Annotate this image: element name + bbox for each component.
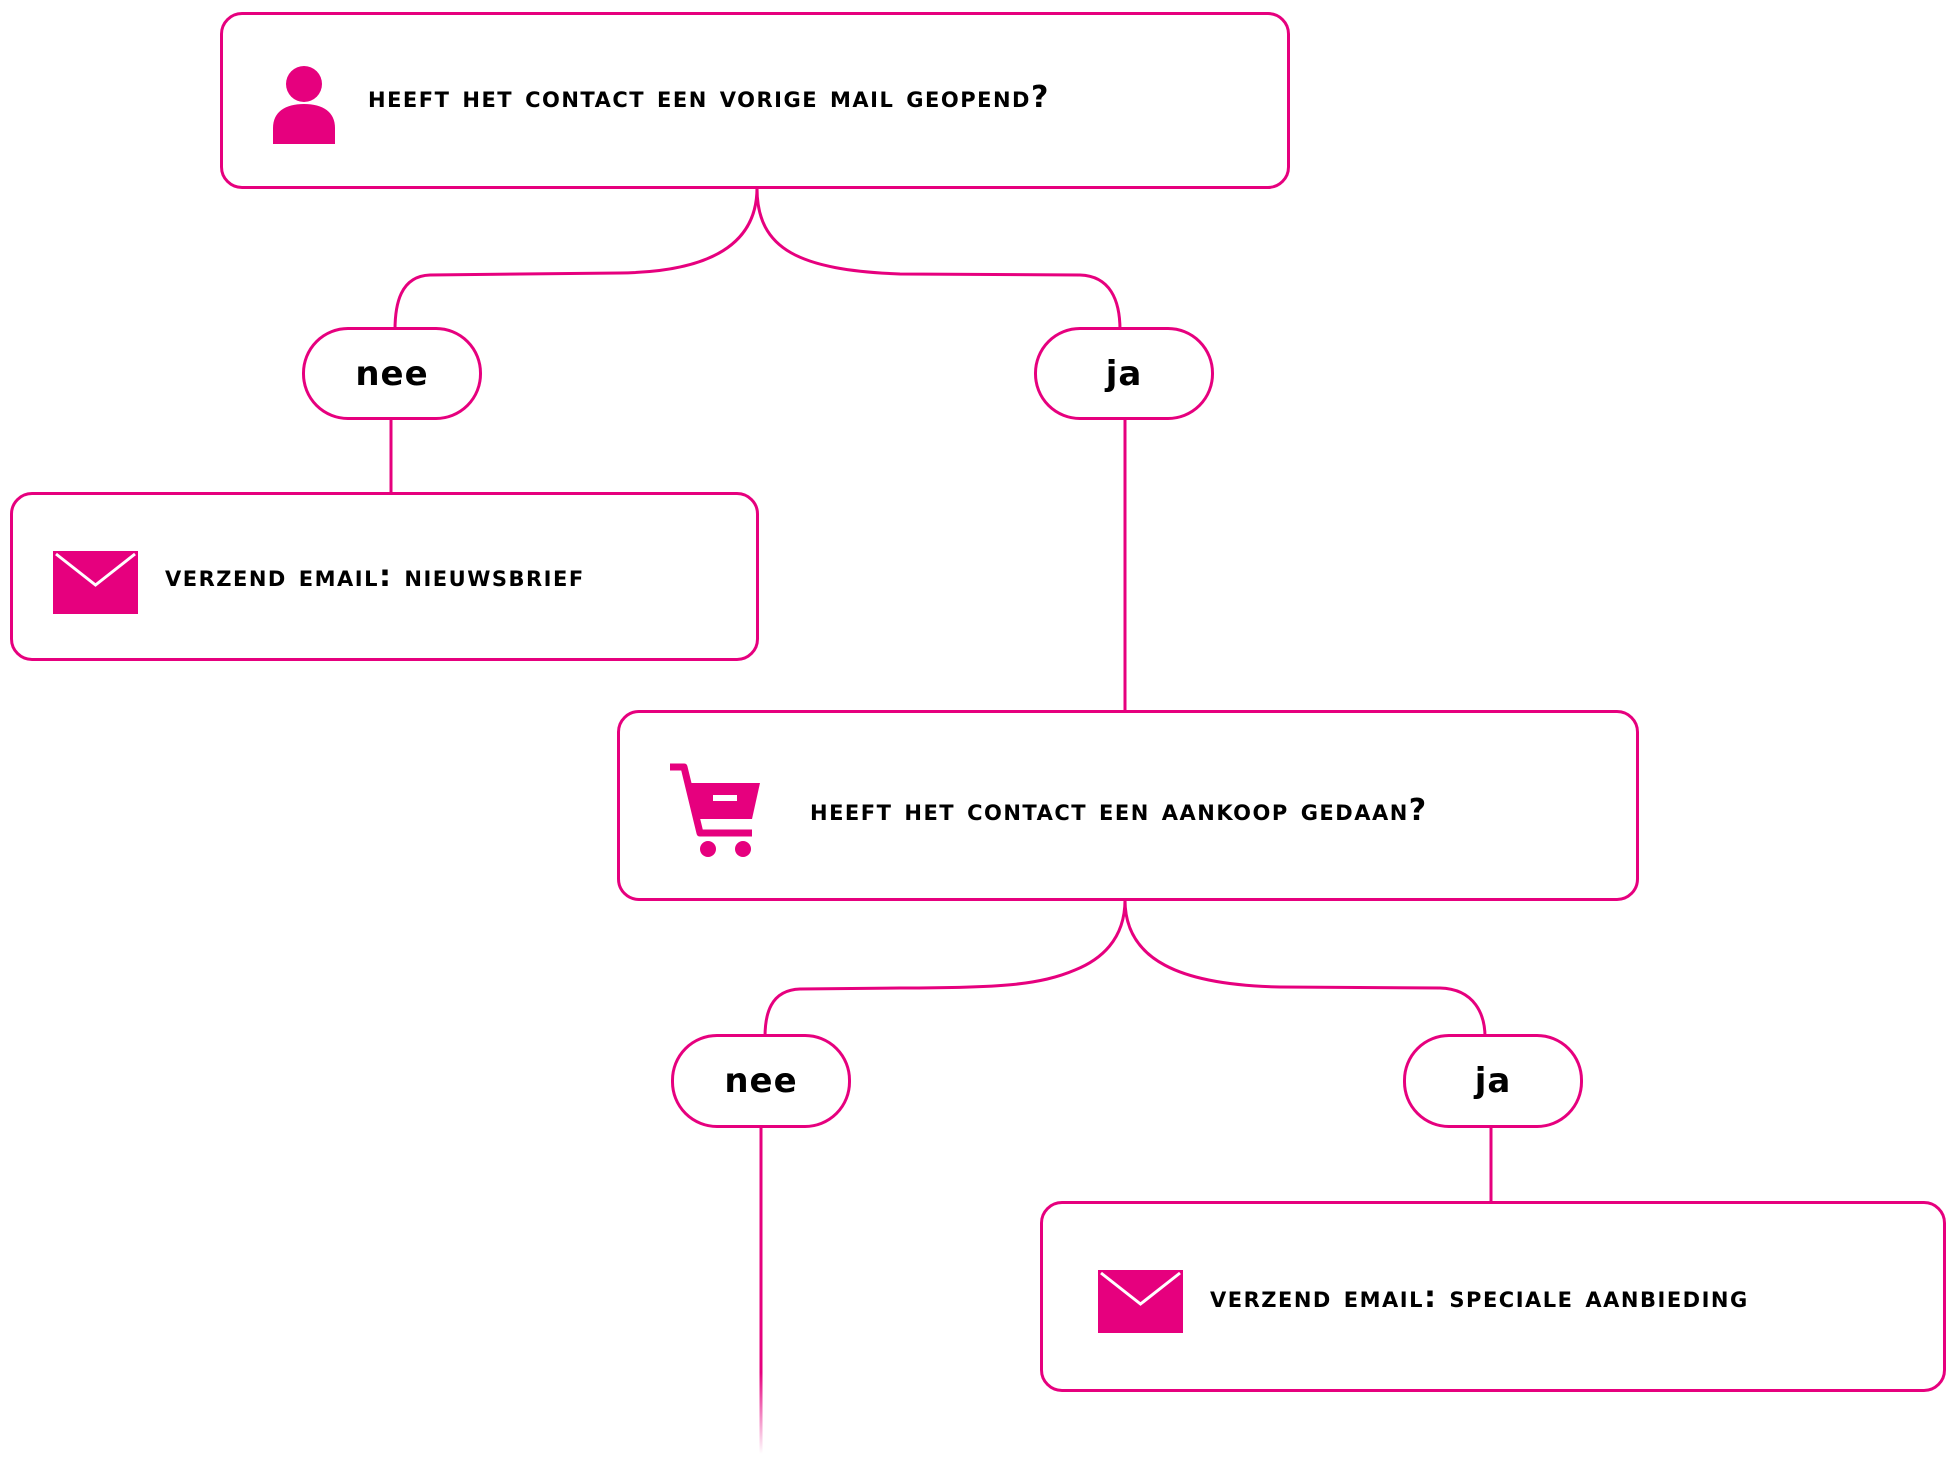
connector-q2-yes xyxy=(1123,899,1487,1038)
envelope-icon xyxy=(53,551,138,614)
person-icon xyxy=(273,66,335,144)
envelope-icon xyxy=(1098,1270,1183,1333)
answer-yes-pill: ja xyxy=(1034,327,1214,420)
connector-q1-no xyxy=(393,187,759,331)
question-text: Heeft het contact een vorige mail geopen… xyxy=(368,80,1050,115)
shopping-cart-icon xyxy=(670,763,760,857)
question-box-purchase: Heeft het contact een aankoop gedaan? xyxy=(617,710,1639,901)
connector-q2-no xyxy=(763,899,1127,1038)
action-box-send-special-offer: Verzend email: Speciale aanbieding xyxy=(1040,1201,1946,1392)
connector-q1-yes xyxy=(755,187,1122,331)
question-box-opened-mail: Heeft het contact een vorige mail geopen… xyxy=(220,12,1290,189)
answer-no-pill: nee xyxy=(302,327,482,420)
question-text: Heeft het contact een aankoop gedaan? xyxy=(810,793,1428,828)
answer-no-pill: nee xyxy=(671,1034,851,1128)
connector-no-continue xyxy=(759,1128,763,1454)
action-text: Verzend email: Speciale aanbieding xyxy=(1210,1280,1749,1315)
action-text: Verzend email: Nieuwsbrief xyxy=(165,559,585,594)
action-box-send-newsletter: Verzend email: Nieuwsbrief xyxy=(10,492,759,661)
answer-yes-pill: ja xyxy=(1403,1034,1583,1128)
